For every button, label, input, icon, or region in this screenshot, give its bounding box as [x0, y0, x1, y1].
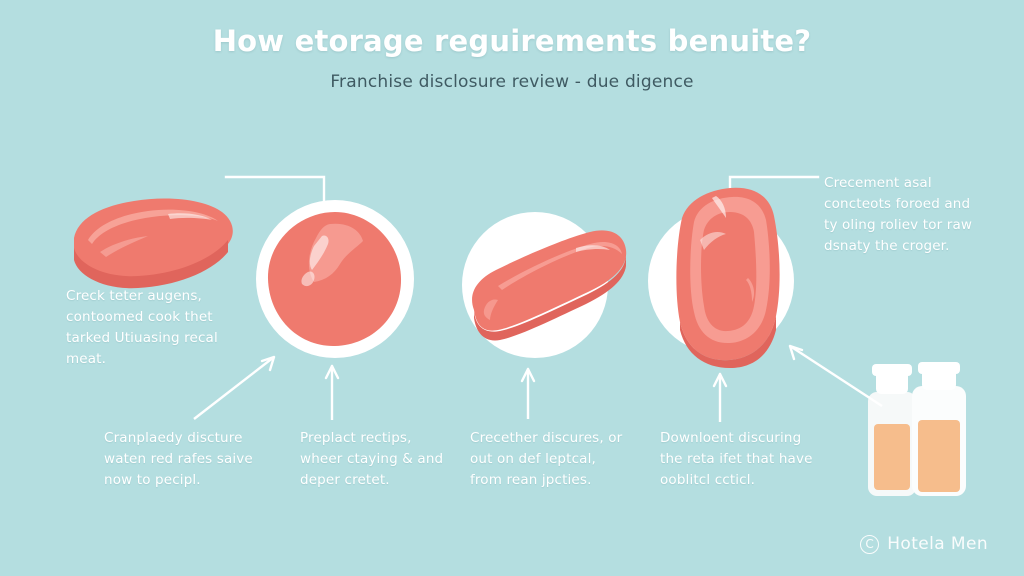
copyright-icon: C: [860, 534, 880, 554]
note-left: Creck teter augens, contoomed cook thet …: [66, 288, 218, 367]
arrow-to-step-3: [520, 367, 536, 419]
connector-line-left: [224, 175, 326, 207]
arrow-to-step-1: [193, 355, 276, 420]
caption-step-3: Crecether discures, or out on def leptca…: [470, 430, 623, 488]
page-title: How etorage reguirements benuite?: [212, 24, 812, 58]
page-subtitle: Franchise disclosure review - due digenc…: [330, 72, 694, 92]
brand-name: Hotela Men: [887, 534, 988, 554]
two-bottles-icon: [868, 362, 966, 496]
arrow-to-step-2: [324, 364, 340, 420]
arrow-to-step-4: [712, 372, 728, 422]
meat-slab-icon: [74, 198, 233, 289]
caption-step-2: Preplact rectips, wheer ctaying & and de…: [300, 430, 444, 488]
note-right: Crecement asal concteots foroed and ty o…: [824, 175, 973, 254]
caption-step-4: Downloent discuring the reta ifet that h…: [660, 430, 813, 488]
arrow-from-bottles: [788, 344, 883, 408]
large-steak-icon: [676, 187, 780, 368]
diagonal-steak-icon: [472, 230, 627, 341]
footer-credit: C Hotela Men: [860, 534, 988, 554]
caption-step-1: Cranplaedy discture waten red rafes saiv…: [104, 430, 253, 488]
round-ham-slice-icon: [267, 212, 402, 347]
